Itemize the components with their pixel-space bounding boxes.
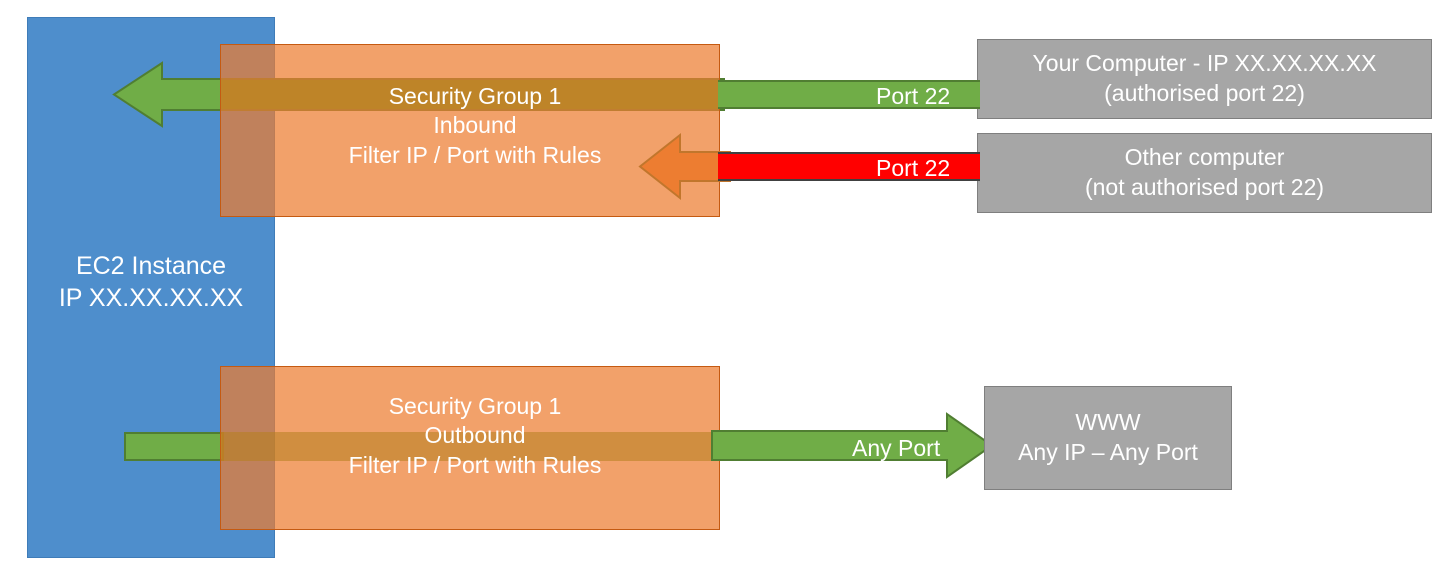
inbound-passthrough-band xyxy=(221,80,719,109)
outbound-allowed-arrowhead xyxy=(711,412,994,479)
endpoint-www-label: WWW Any IP – Any Port xyxy=(1018,409,1198,465)
security-group-inbound-box xyxy=(220,44,720,217)
inbound-blocked-arrow-shaft xyxy=(718,152,980,181)
endpoint-www-box: WWW Any IP – Any Port xyxy=(984,386,1232,490)
endpoint-your-computer-box: Your Computer - IP XX.XX.XX.XX (authoris… xyxy=(977,39,1432,119)
endpoint-other-computer-label: Other computer (not authorised port 22) xyxy=(1084,144,1325,200)
endpoint-your-computer-label: Your Computer - IP XX.XX.XX.XX (authoris… xyxy=(1032,50,1377,106)
endpoint-other-computer-box: Other computer (not authorised port 22) xyxy=(977,133,1432,213)
inbound-allowed-arrow-shaft xyxy=(718,80,980,109)
inbound-blocked-arrowhead xyxy=(638,132,731,201)
outbound-passthrough-band xyxy=(221,432,719,461)
outbound-allowed-arrow-tail xyxy=(124,432,224,461)
